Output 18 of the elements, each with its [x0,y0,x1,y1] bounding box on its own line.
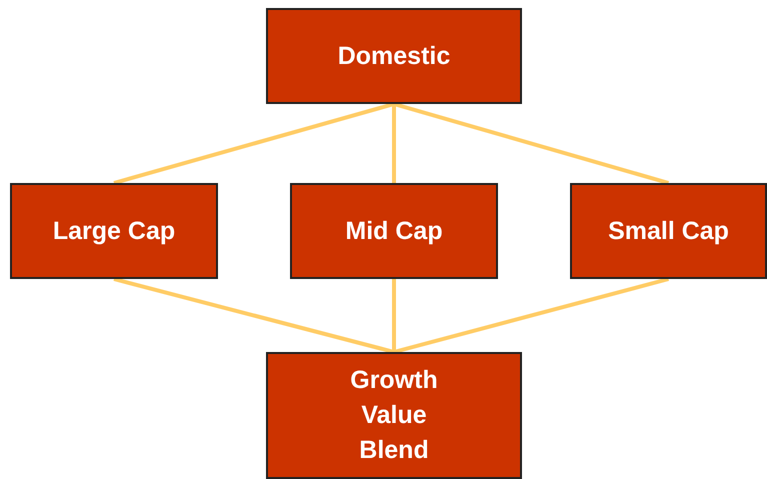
box-label: Blend [359,435,429,466]
process-box [10,183,218,279]
process-box [266,352,522,479]
connector-line [392,279,396,352]
box-label: Growth [350,365,438,396]
box-label: Mid Cap [345,216,443,246]
connector-line [393,102,670,185]
connector-line [393,277,670,354]
connector-line [114,277,394,354]
process-box [266,8,522,104]
process-box [570,183,767,279]
box-label: Large Cap [52,216,176,246]
box-label: Domestic [338,40,450,72]
box-label: Value [361,400,427,431]
connector-line [392,104,396,183]
box-label: Small Cap [608,216,729,246]
process-box [290,183,498,279]
connector-line [113,102,395,185]
